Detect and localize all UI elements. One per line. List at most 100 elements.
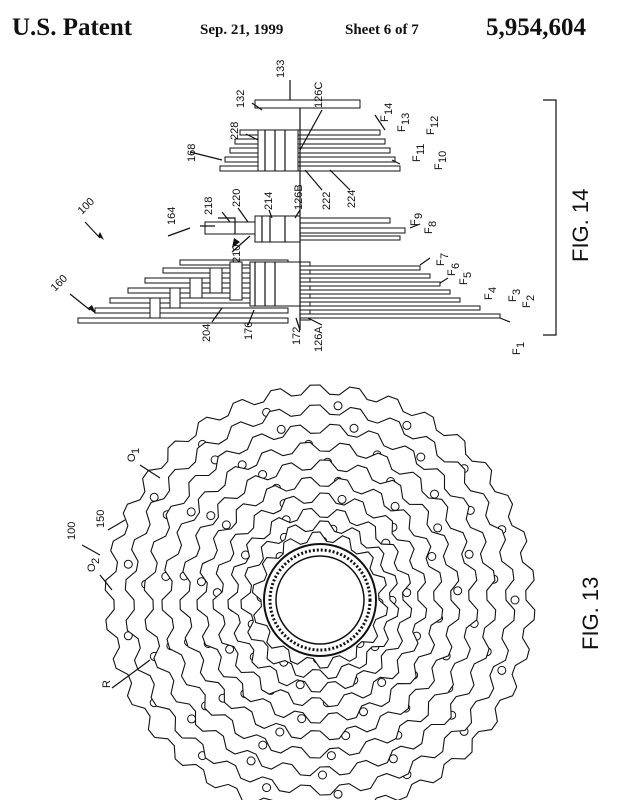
rivet-hole (149, 492, 159, 502)
svg-text:210: 210 (231, 245, 243, 263)
rivet-hole (333, 401, 343, 411)
svg-text:228: 228 (229, 122, 241, 140)
rivet-hole (510, 595, 520, 605)
rivet-hole (377, 678, 387, 687)
svg-text:5: 5 (462, 272, 474, 278)
svg-text:224: 224 (346, 190, 358, 208)
rivet-hole (497, 665, 507, 675)
svg-text:F: F (521, 301, 533, 308)
svg-text:176: 176 (243, 322, 255, 340)
sprocket-cluster-160 (77, 259, 501, 324)
fig13-labels: 100 150 O2 O1 R (66, 448, 161, 689)
rivet-hole (349, 423, 359, 433)
svg-text:F: F (483, 293, 495, 300)
svg-text:O: O (126, 453, 138, 462)
svg-text:9: 9 (413, 213, 425, 219)
rivet-hole (246, 756, 256, 766)
svg-text:12: 12 (429, 116, 441, 128)
svg-text:F: F (425, 128, 437, 135)
svg-text:8: 8 (427, 221, 439, 227)
patent-date: Sep. 21, 1999 (200, 22, 284, 38)
svg-text:172: 172 (291, 327, 303, 345)
svg-text:F: F (409, 219, 421, 226)
svg-text:218: 218 (203, 197, 215, 215)
svg-text:100: 100 (66, 522, 78, 540)
svg-text:214: 214 (263, 192, 275, 210)
svg-text:O: O (86, 563, 98, 572)
patent-number: 5,954,604 (486, 14, 586, 41)
fig14-leaders (69, 80, 511, 331)
rivet-hole (196, 577, 206, 587)
rivet-hole (187, 714, 197, 724)
svg-text:F: F (511, 348, 523, 355)
rivet-hole (433, 523, 443, 533)
rivet-hole (262, 783, 272, 793)
svg-text:7: 7 (439, 253, 451, 259)
svg-text:2: 2 (90, 558, 102, 564)
rivet-hole (430, 489, 439, 499)
rivet-hole (258, 740, 268, 750)
rivet-hole (275, 727, 285, 737)
fig13-drawing: FIG. 13 100 150 O2 O1 R (66, 384, 603, 800)
svg-text:100: 100 (76, 196, 97, 217)
svg-text:F: F (446, 269, 458, 276)
sheet-number: Sheet 6 of 7 (345, 22, 419, 38)
sprocket-cluster-164 (200, 215, 406, 243)
svg-text:150: 150 (95, 510, 107, 528)
svg-text:126C: 126C (313, 82, 325, 108)
svg-text:164: 164 (166, 207, 178, 225)
svg-text:R: R (101, 680, 113, 688)
svg-text:F: F (396, 125, 408, 132)
svg-text:F: F (379, 115, 391, 122)
rivet-hole (390, 501, 400, 511)
fig14-labels: 100 160 164 168 204 176 172 126A 210 214… (49, 60, 537, 355)
svg-text:F: F (507, 295, 519, 302)
svg-text:1: 1 (515, 342, 527, 348)
rivet-hole (337, 494, 347, 504)
sprocket-cluster-168 (219, 99, 401, 172)
rivet-hole (295, 680, 305, 690)
svg-text:168: 168 (186, 144, 198, 162)
svg-text:11: 11 (415, 144, 427, 155)
svg-text:3: 3 (511, 289, 523, 295)
rivet-hole (123, 559, 133, 569)
rivet-hole (297, 714, 307, 724)
rivet-hole (402, 420, 412, 430)
rivet-hole (453, 586, 463, 596)
rivet-hole (318, 770, 327, 780)
svg-text:10: 10 (437, 151, 449, 163)
svg-text:13: 13 (400, 113, 412, 125)
svg-text:1: 1 (130, 448, 142, 454)
svg-text:160: 160 (49, 273, 70, 294)
svg-text:2: 2 (525, 295, 537, 301)
patent-title: U.S. Patent (12, 14, 133, 41)
fig13-caption: FIG. 13 (578, 577, 603, 650)
fig14-bracket (543, 99, 557, 336)
svg-text:126A: 126A (313, 326, 325, 352)
svg-text:14: 14 (383, 103, 395, 115)
svg-text:220: 220 (231, 189, 243, 207)
sprocket-rings (104, 384, 536, 800)
rivet-hole (276, 424, 286, 434)
rivet-hole (326, 751, 336, 761)
svg-text:204: 204 (201, 324, 213, 342)
fig14-drawing: FIG. 14 (49, 60, 593, 355)
svg-text:F: F (435, 259, 447, 266)
rivet-hole (186, 507, 196, 517)
rivet-hole (221, 520, 231, 530)
svg-text:F: F (423, 227, 435, 234)
svg-text:126B: 126B (293, 184, 305, 210)
hub-bore (275, 555, 365, 645)
rivet-hole (427, 552, 437, 561)
svg-text:F: F (411, 155, 423, 162)
svg-text:222: 222 (321, 192, 333, 210)
svg-text:F: F (458, 278, 470, 285)
fig14-caption: FIG. 14 (568, 189, 593, 262)
svg-text:133: 133 (275, 60, 287, 78)
svg-text:F: F (433, 163, 445, 170)
rivet-hole (333, 789, 343, 799)
svg-text:6: 6 (450, 263, 462, 269)
rivet-hole (206, 511, 216, 521)
svg-text:132: 132 (235, 90, 247, 108)
